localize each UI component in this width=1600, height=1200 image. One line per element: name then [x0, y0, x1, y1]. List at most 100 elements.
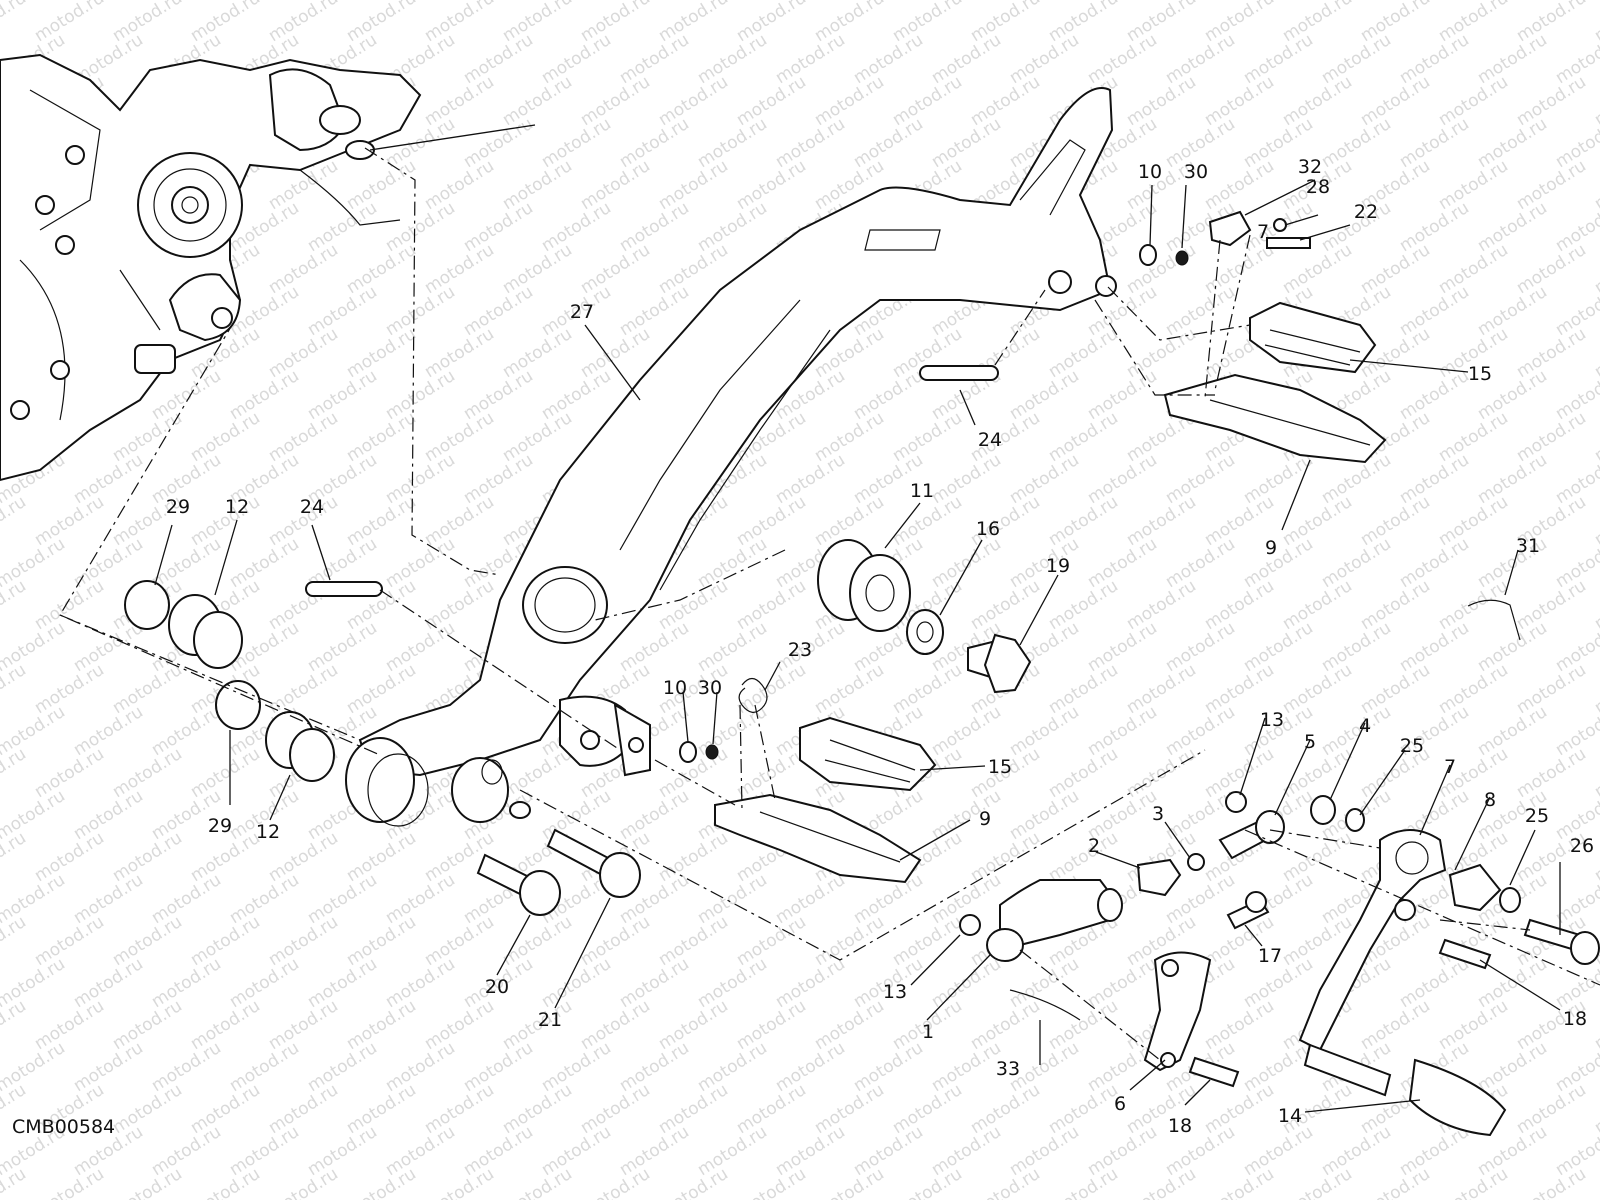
watermark-text: motod.ru [1396, 198, 1473, 256]
watermark-text: motod.ru [1123, 660, 1200, 718]
watermark-text: motod.ru [460, 30, 537, 88]
watermark-text: motod.ru [1513, 1164, 1590, 1200]
watermark-text: motod.ru [499, 72, 576, 130]
watermark-text: motod.ru [889, 72, 966, 130]
watermark-text: motod.ru [1357, 660, 1434, 718]
watermark-text: motod.ru [1123, 1164, 1200, 1200]
watermark-text: motod.ru [1006, 366, 1083, 424]
watermark-text: motod.ru [811, 660, 888, 718]
watermark-text: motod.ru [70, 702, 147, 760]
watermark-text: motod.ru [148, 954, 225, 1012]
watermark-text: motod.ru [889, 1080, 966, 1138]
watermark-text: motod.ru [733, 576, 810, 634]
watermark-text: motod.ru [928, 1122, 1005, 1180]
watermark-text: motod.ru [1123, 576, 1200, 634]
watermark-text: motod.ru [1513, 408, 1590, 466]
watermark-text: motod.ru [772, 114, 849, 172]
callout-12-top: 12 [225, 496, 249, 518]
watermark-text: motod.ru [0, 576, 30, 634]
watermark-text: motod.ru [1162, 30, 1239, 88]
watermark-text: motod.ru [811, 1080, 888, 1138]
watermark-text: motod.ru [382, 1122, 459, 1180]
watermark-text: motod.ru [1435, 156, 1512, 214]
watermark-text: motod.ru [343, 156, 420, 214]
bolts-20-21 [476, 828, 641, 916]
watermark-text: motod.ru [226, 954, 303, 1012]
callout-29-top: 29 [166, 496, 190, 518]
watermark-text: motod.ru [928, 786, 1005, 844]
watermark-text: motod.ru [694, 198, 771, 256]
watermark-text: motod.ru [148, 534, 225, 592]
watermark-text: motod.ru [421, 492, 498, 550]
watermark-text: motod.ru [1084, 450, 1161, 508]
watermark-text: motod.ru [1435, 492, 1512, 550]
watermark-text: motod.ru [343, 408, 420, 466]
callout-25-left: 25 [1400, 735, 1424, 757]
watermark-text: motod.ru [187, 744, 264, 802]
spring [738, 677, 768, 713]
watermark-text: motod.ru [811, 996, 888, 1054]
watermark-text: motod.ru [616, 30, 693, 88]
watermark-text: motod.ru [928, 30, 1005, 88]
watermark-text: motod.ru [109, 660, 186, 718]
callout-9-lower: 9 [979, 808, 991, 830]
diagram-code: CMB00584 [12, 1116, 115, 1138]
watermark-text: motod.ru [928, 702, 1005, 760]
watermark-text: motod.ru [499, 324, 576, 382]
watermark-text: motod.ru [304, 870, 381, 928]
watermark-text: motod.ru [694, 114, 771, 172]
watermark-text: motod.ru [1591, 1164, 1600, 1200]
watermark-text: motod.ru [538, 954, 615, 1012]
watermark-text: motod.ru [1279, 660, 1356, 718]
callout-20: 20 [485, 976, 509, 998]
callout-6: 6 [1114, 1093, 1126, 1115]
watermark-text: motod.ru [1396, 114, 1473, 172]
watermark-text: motod.ru [577, 1080, 654, 1138]
watermark-text: motod.ru [1474, 450, 1551, 508]
watermark-text: motod.ru [1123, 240, 1200, 298]
callout-29-bottom: 29 [208, 815, 232, 837]
watermark-text: motod.ru [1435, 660, 1512, 718]
watermark-text: motod.ru [850, 114, 927, 172]
footpeg-bracket [358, 87, 1117, 777]
watermark-text: motod.ru [187, 1164, 264, 1200]
watermark-text: motod.ru [31, 1164, 108, 1200]
watermark-text: motod.ru [304, 1122, 381, 1180]
watermark-text: motod.ru [1513, 156, 1590, 214]
watermark-text: motod.ru [70, 954, 147, 1012]
watermark-text: motod.ru [889, 1164, 966, 1200]
watermark-text: motod.ru [772, 954, 849, 1012]
watermark-text: motod.ru [1591, 72, 1600, 130]
callout-22: 22 [1354, 201, 1378, 223]
watermark-text: motod.ru [187, 408, 264, 466]
watermark-text: motod.ru [421, 156, 498, 214]
watermark-text: motod.ru [304, 618, 381, 676]
watermark-text: motod.ru [460, 198, 537, 256]
watermark-text: motod.ru [1201, 1164, 1278, 1200]
watermark-text: motod.ru [967, 996, 1044, 1054]
watermark-text: motod.ru [772, 450, 849, 508]
watermark-text: motod.ru [421, 240, 498, 298]
watermark-text: motod.ru [967, 72, 1044, 130]
watermark-text: motod.ru [1474, 282, 1551, 340]
watermark-text: motod.ru [31, 660, 108, 718]
callout-7-lever: 7 [1444, 756, 1456, 778]
watermark-text: motod.ru [1006, 702, 1083, 760]
watermark-text: motod.ru [421, 1080, 498, 1138]
watermark-text: motod.ru [1396, 30, 1473, 88]
watermark-text: motod.ru [343, 660, 420, 718]
watermark-text: motod.ru [928, 114, 1005, 172]
watermark-text: motod.ru [694, 534, 771, 592]
watermark-text: motod.ru [1006, 534, 1083, 592]
watermark-text: motod.ru [70, 870, 147, 928]
callout-15-upper: 15 [1468, 363, 1492, 385]
watermark-text: motod.ru [850, 366, 927, 424]
watermark-text: motod.ru [1396, 534, 1473, 592]
watermark-text: motod.ru [0, 492, 30, 550]
watermark-text: motod.ru [0, 912, 30, 970]
watermark-text: motod.ru [1357, 240, 1434, 298]
brake-assembly [959, 791, 1365, 962]
watermark-text: motod.ru [772, 30, 849, 88]
watermark-text: motod.ru [265, 1080, 342, 1138]
